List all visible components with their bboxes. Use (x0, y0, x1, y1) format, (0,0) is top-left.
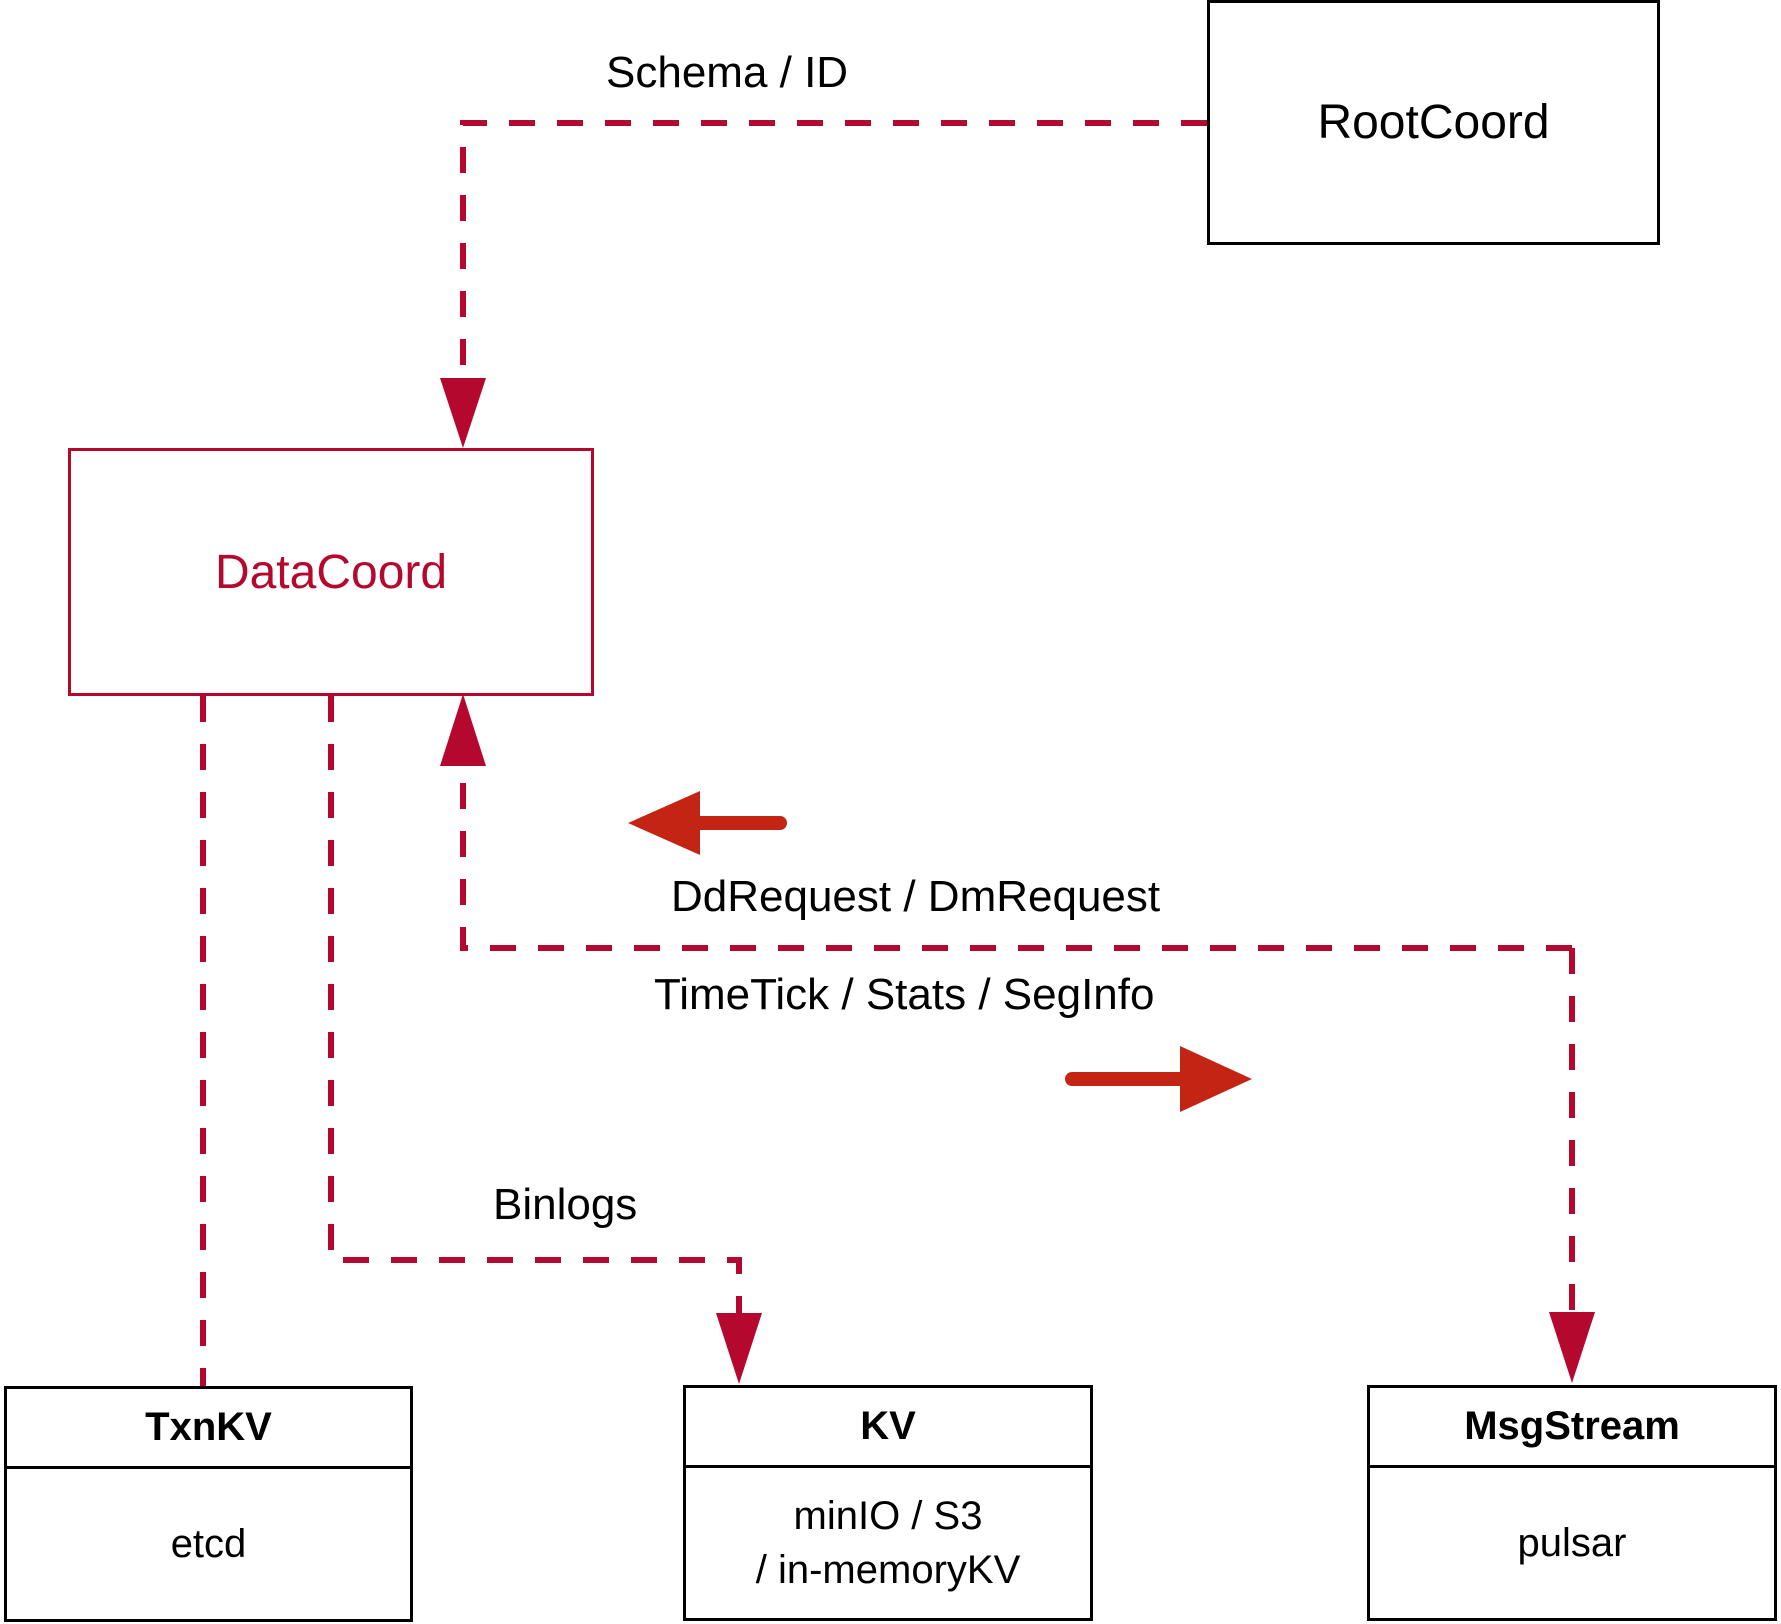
node-kv-body: minIO / S3 / in-memoryKV (686, 1468, 1090, 1618)
arrowhead-into-kv (716, 1313, 762, 1384)
edge-label-schema-id: Schema / ID (600, 48, 855, 98)
node-rootcoord-label: RootCoord (1317, 96, 1550, 149)
node-datacoord-label: DataCoord (214, 545, 448, 599)
node-msgstream-title: MsgStream (1370, 1388, 1774, 1468)
node-rootcoord[interactable]: RootCoord (1207, 0, 1660, 245)
node-datacoord[interactable]: DataCoord (68, 448, 594, 696)
node-kv[interactable]: KV minIO / S3 / in-memoryKV (683, 1385, 1093, 1621)
node-txnkv-sub: etcd (170, 1522, 247, 1566)
node-kv-sub-line1: minIO / S3 (793, 1494, 983, 1538)
direction-marker-right-arrow (1065, 1046, 1252, 1112)
node-msgstream-body: pulsar (1370, 1468, 1774, 1618)
edge-datacoord-to-kv (328, 696, 742, 1313)
node-txnkv-title: TxnKV (7, 1389, 410, 1469)
edge-label-binlogs: Binlogs (487, 1180, 644, 1230)
arrowhead-into-msgstream (1549, 1312, 1595, 1383)
node-kv-title: KV (686, 1388, 1090, 1468)
arrowhead-into-datacoord-top (440, 378, 486, 448)
edge-label-dd-dm-request: DdRequest / DmRequest (665, 872, 1167, 922)
node-msgstream-sub: pulsar (1517, 1521, 1627, 1565)
edge-label-timetick-stats-seginfo: TimeTick / Stats / SegInfo (648, 970, 1161, 1020)
node-txnkv-body: etcd (7, 1469, 410, 1619)
node-msgstream[interactable]: MsgStream pulsar (1367, 1385, 1777, 1621)
edge-rootcoord-to-datacoord (460, 120, 1207, 378)
node-kv-sub-line2: / in-memoryKV (755, 1548, 1021, 1592)
edge-msgstream-to-datacoord (460, 766, 1572, 951)
arrowhead-into-datacoord-bottom (440, 694, 486, 766)
node-txnkv[interactable]: TxnKV etcd (4, 1386, 413, 1622)
direction-marker-left-arrow (628, 791, 787, 855)
